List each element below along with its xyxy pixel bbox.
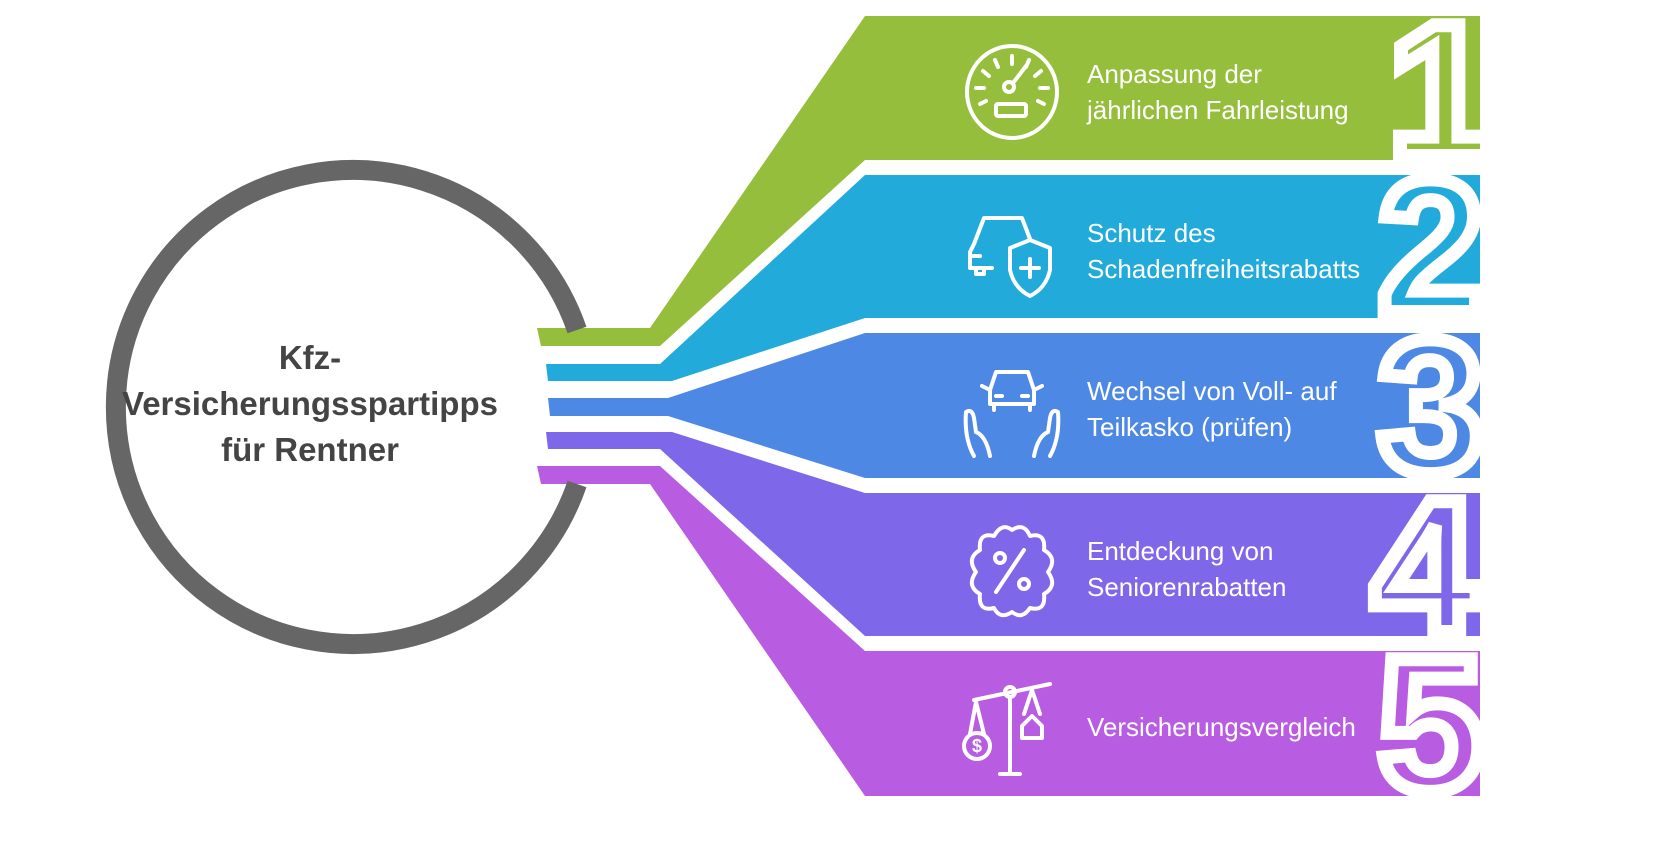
item-4-text: Entdeckung von Seniorenrabatten xyxy=(1087,533,1286,605)
center-title-line-2: Versicherungsspartipps xyxy=(122,385,498,422)
center-title: Kfz- Versicherungsspartipps für Rentner xyxy=(90,335,530,473)
svg-text:$: $ xyxy=(972,736,982,756)
item-5-text: Versicherungsvergleich xyxy=(1087,709,1356,745)
item-1-line-2: jährlichen Fahrleistung xyxy=(1087,95,1349,125)
item-2-line-1: Schutz des xyxy=(1087,218,1216,248)
item-3-line-1: Wechsel von Voll- auf xyxy=(1087,376,1337,406)
band-4 xyxy=(546,432,1480,636)
speedometer-icon xyxy=(965,44,1059,140)
balance-scale-icon: $ xyxy=(962,682,1052,776)
item-2-number: 2 xyxy=(1371,141,1491,353)
item-3-text: Wechsel von Voll- auf Teilkasko (prüfen) xyxy=(1087,373,1337,445)
item-4-line-2: Seniorenrabatten xyxy=(1087,572,1287,602)
item-2-text: Schutz des Schadenfreiheitsrabatts xyxy=(1087,215,1360,287)
discount-badge-icon xyxy=(969,525,1055,618)
item-4-number: 4 xyxy=(1365,461,1485,673)
item-1-number: 1 xyxy=(1381,0,1501,197)
item-2-line-2: Schadenfreiheitsrabatts xyxy=(1087,254,1361,284)
item-5-line-1: Versicherungsvergleich xyxy=(1087,712,1356,742)
car-in-hands-icon xyxy=(963,370,1061,458)
item-1-line-1: Anpassung der xyxy=(1087,59,1262,89)
item-4-line-1: Entdeckung von xyxy=(1087,536,1274,566)
item-5-number: 5 xyxy=(1371,619,1491,831)
band-1 xyxy=(537,16,1480,346)
center-ring xyxy=(105,160,587,654)
car-shield-icon xyxy=(968,216,1052,298)
band-5 xyxy=(537,466,1480,796)
item-3-line-2: Teilkasko (prüfen) xyxy=(1087,412,1293,442)
item-3-number: 3 xyxy=(1371,301,1491,513)
item-1-text: Anpassung der jährlichen Fahrleistung xyxy=(1087,56,1349,128)
center-title-line-1: Kfz- xyxy=(278,339,342,376)
center-title-line-3: für Rentner xyxy=(221,431,399,468)
